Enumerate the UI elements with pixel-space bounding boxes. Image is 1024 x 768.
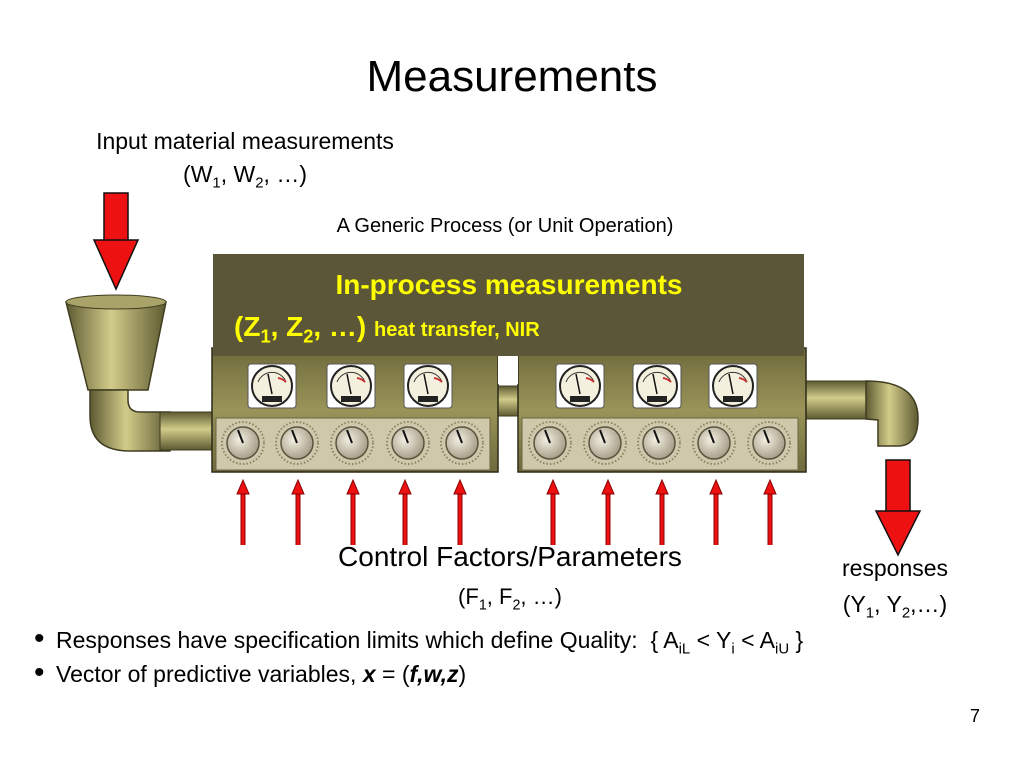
- rotary-dial-icon: [637, 421, 681, 465]
- control-arrow-icon: [236, 478, 250, 545]
- bullet-spec-limits: •Responses have specification limits whi…: [34, 622, 804, 658]
- rotary-dial-icon: [692, 421, 736, 465]
- rotary-dial-icon: [221, 421, 265, 465]
- in-process-variables: (Z1, Z2, …) heat transfer, NIR: [234, 311, 540, 347]
- rotary-dial-icon: [528, 421, 572, 465]
- responses-label: responses: [841, 555, 949, 581]
- hopper-icon: [65, 294, 171, 452]
- control-arrow-icon: [453, 478, 467, 545]
- analog-gauge-icon: [708, 363, 758, 409]
- bullet-dot: •: [34, 656, 45, 689]
- control-arrow-icon: [346, 478, 360, 545]
- control-variables: (F1, F2, …): [458, 584, 562, 614]
- in-process-note: heat transfer, NIR: [374, 319, 540, 341]
- rotary-dial-icon: [440, 421, 484, 465]
- input-variables: (W1, W2, …): [183, 161, 307, 192]
- responses-variables: (Y1, Y2,…): [842, 591, 948, 622]
- analog-gauge-icon: [403, 363, 453, 409]
- analog-gauge-icon: [326, 363, 376, 409]
- rotary-dial-icon: [583, 421, 627, 465]
- in-process-title: In-process measurements: [335, 269, 683, 300]
- rotary-dial-icon: [747, 421, 791, 465]
- outlet-pipe: [803, 380, 919, 447]
- process-label: A Generic Process (or Unit Operation): [336, 215, 674, 237]
- in-process-box: [213, 254, 804, 356]
- page-number: 7: [969, 706, 980, 726]
- control-arrow-icon: [709, 478, 723, 545]
- bullet-predictive-vector: •Vector of predictive variables, x = (f,…: [34, 656, 467, 689]
- rotary-dial-icon: [386, 421, 430, 465]
- analog-gauge-icon: [632, 363, 682, 409]
- control-arrow-icon: [398, 478, 412, 545]
- control-arrow-icon: [763, 478, 777, 545]
- analog-gauge-icon: [247, 363, 297, 409]
- input-measurements-label: Input material measurements: [96, 128, 394, 154]
- rotary-dial-icon: [330, 421, 374, 465]
- control-arrow-icon: [655, 478, 669, 545]
- rotary-dial-icon: [275, 421, 319, 465]
- input-arrow-icon: [92, 192, 140, 291]
- control-arrow-icon: [601, 478, 615, 545]
- unit-gap: [498, 356, 518, 384]
- analog-gauge-icon: [555, 363, 605, 409]
- control-arrow-icon: [546, 478, 560, 545]
- response-arrow-icon: [874, 459, 922, 557]
- control-factors-label: Control Factors/Parameters: [338, 541, 682, 572]
- control-arrow-icon: [291, 478, 305, 545]
- bullet-dot: •: [34, 622, 45, 655]
- page-title: Measurements: [366, 52, 658, 101]
- inlet-pipe: [159, 411, 217, 451]
